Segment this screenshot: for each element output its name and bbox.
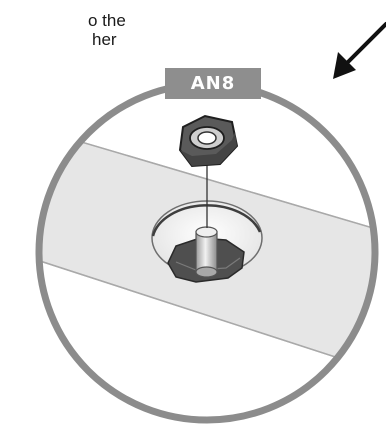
part-label: AN8	[165, 68, 261, 99]
caption-line-1: o the	[88, 11, 126, 30]
arrow-icon	[333, 22, 386, 79]
bolt-icon	[195, 226, 218, 278]
hex-nut-icon	[178, 114, 239, 168]
caption-line-2: her	[92, 30, 117, 49]
